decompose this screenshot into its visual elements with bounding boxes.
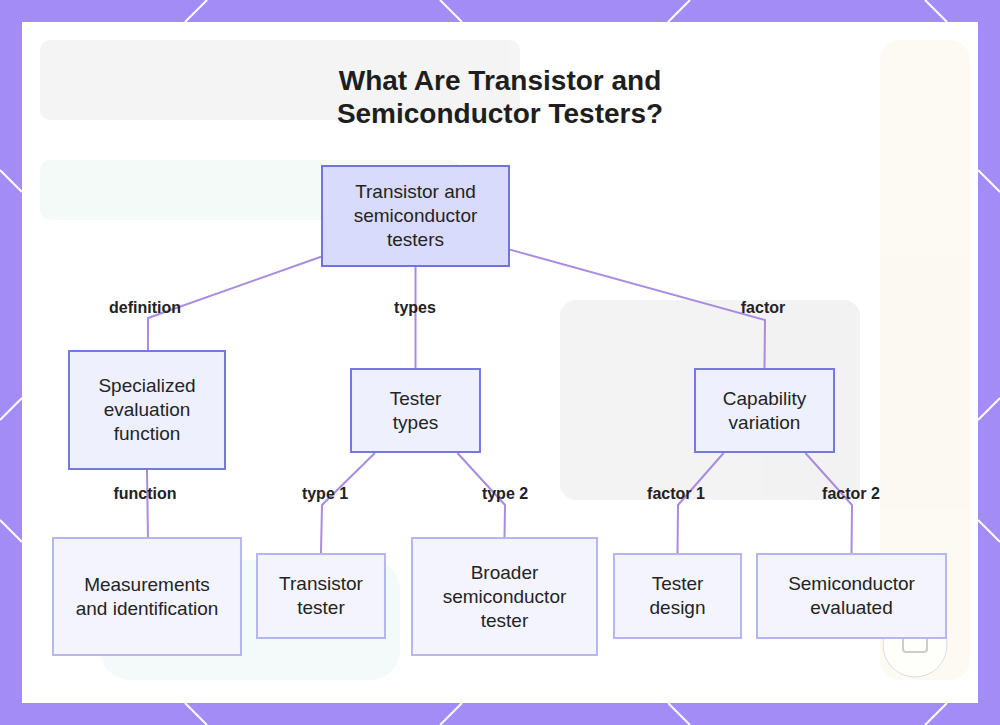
edge-label: factor 1 — [647, 485, 705, 503]
edge-label: type 2 — [482, 485, 528, 503]
root-box: Transistor and semiconductor testers — [321, 165, 510, 267]
node-label: Capability variation — [716, 387, 813, 435]
edge-label: factor — [741, 299, 785, 317]
leaf-box: Tester design — [613, 553, 742, 639]
node-label: Specialized evaluation function — [90, 374, 204, 446]
category-box: Capability variation — [694, 368, 835, 453]
leaf-box: Semiconductor evaluated — [756, 553, 947, 639]
connector-line — [805, 453, 852, 553]
edge-label: types — [394, 299, 436, 317]
background-blur — [40, 40, 970, 680]
leaf-box: Measurements and identification — [52, 537, 242, 656]
node-label: Transistor and semiconductor testers — [343, 180, 488, 252]
edge-label: factor 2 — [822, 485, 880, 503]
node-label: Tester types — [372, 387, 459, 435]
category-box: Tester types — [350, 368, 481, 453]
connector-line — [146, 470, 149, 537]
connector-line — [321, 453, 375, 553]
canvas-panel — [22, 22, 978, 703]
node-label: Semiconductor evaluated — [778, 572, 925, 620]
node-label: Measurements and identification — [74, 573, 220, 621]
category-box: Specialized evaluation function — [68, 350, 226, 470]
node-label: Transistor tester — [278, 572, 364, 620]
edge-label: type 1 — [302, 485, 348, 503]
leaf-box: Transistor tester — [256, 553, 386, 639]
connector-line — [415, 267, 417, 368]
connector-line — [510, 250, 765, 368]
connector-line — [678, 453, 724, 553]
node-label: Broader semiconductor tester — [433, 561, 576, 633]
node-label: Tester design — [635, 572, 720, 620]
diagram-title: What Are Transistor and Semiconductor Te… — [290, 64, 710, 130]
leaf-box: Broader semiconductor tester — [411, 537, 598, 656]
edge-label: definition — [109, 299, 181, 317]
edge-label: function — [113, 485, 176, 503]
